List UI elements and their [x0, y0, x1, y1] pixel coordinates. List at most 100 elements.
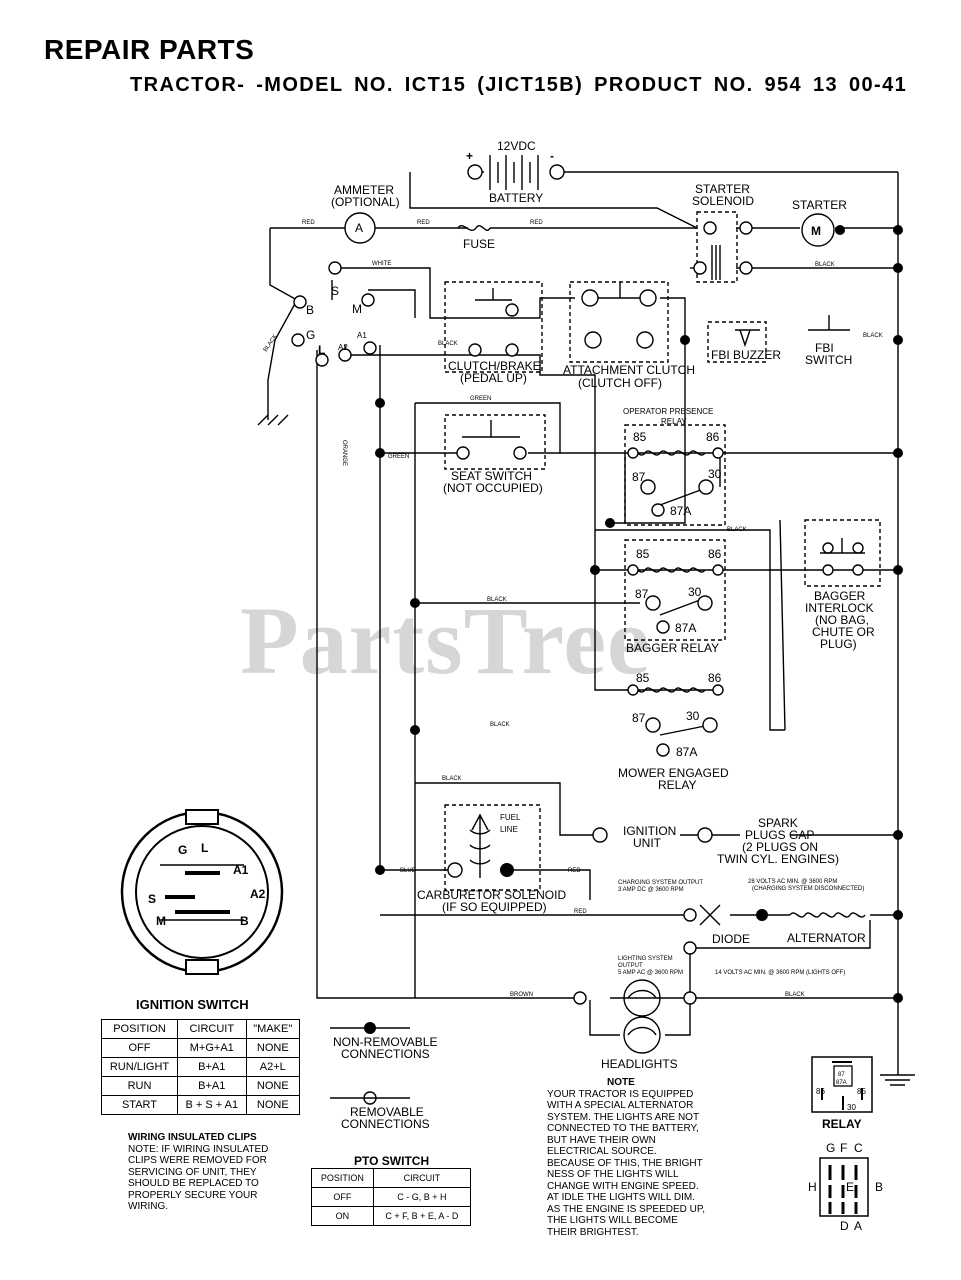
pto-face-f: F [840, 1141, 847, 1155]
carb-solenoid-box [444, 804, 541, 891]
charging-note: 28 VOLTS AC MIN. @ 3600 RPM [748, 879, 837, 885]
fbi-buzzer-label: FBI BUZZER [711, 348, 781, 362]
spark-2: PLUGS GAP [745, 828, 814, 842]
wire-label-black: BLACK [863, 333, 883, 339]
bag-30-terminal [697, 595, 713, 611]
wire-label-white: WHITE [372, 261, 391, 267]
mow-85-terminal [627, 684, 639, 696]
battery-minus-label: - [550, 149, 554, 163]
junction [410, 598, 420, 608]
mow-87-terminal [645, 717, 661, 733]
seat-contact-bar [462, 420, 520, 438]
table-header: POSITION [101, 1019, 178, 1039]
relay-pin: 30 [847, 1103, 856, 1112]
headlight-lower [623, 1016, 661, 1054]
wire-label-black: BLACK [438, 341, 458, 347]
note-line: SHOULD BE REPLACED TO [128, 1178, 259, 1189]
bag-85-terminal [627, 564, 639, 576]
pto-face-g: G [826, 1141, 835, 1155]
mower-relay-label-2: RELAY [658, 778, 696, 792]
solenoid-terminal-4 [739, 261, 753, 275]
diode-symbol [699, 904, 721, 926]
carb-label-1: CARBURETOR SOLENOID [417, 888, 566, 902]
wire-label-red: RED [530, 220, 543, 226]
table-header: CIRCUIT [177, 1019, 247, 1039]
mow-87a-terminal [656, 743, 670, 757]
table-header: POSITION [311, 1168, 374, 1188]
fuel-line-1: FUEL [500, 813, 521, 822]
seat-terminal-2 [513, 446, 527, 460]
bag-86: 86 [708, 547, 722, 561]
wire-label-red: RED [302, 220, 315, 226]
fbi-switch-label-2: SWITCH [805, 353, 852, 367]
junction [893, 225, 903, 235]
junction [893, 335, 903, 345]
table-cell: B+A1 [177, 1057, 247, 1077]
bagger-interlock-2: INTERLOCK [805, 601, 874, 615]
note-line: ELECTRICAL SOURCE. [547, 1146, 657, 1157]
clutch-brake-label-1: CLUTCH/BRAKE [448, 359, 541, 373]
note-line: NESS OF THE LIGHTS WILL [547, 1169, 679, 1180]
lighting-note: 5 AMP AC @ 3600 RPM [618, 970, 683, 976]
table-cell: START [101, 1095, 178, 1115]
lighting-line [690, 920, 871, 949]
seat-switch-label-1: SEAT SWITCH [451, 469, 532, 483]
note-line: CONNECTED TO THE BATTERY, [547, 1123, 699, 1134]
ign-m-terminal [361, 293, 375, 307]
fuel-line-2: LINE [500, 825, 518, 834]
table-cell: ON [311, 1206, 374, 1226]
terminals [291, 164, 864, 1105]
black-ignition-ground [267, 299, 298, 420]
pto-face-e: E [846, 1180, 854, 1194]
battery-plus-terminal [467, 164, 483, 180]
table-cell: B + S + A1 [177, 1095, 247, 1115]
watermark: PartsTree [240, 587, 651, 694]
interlock-t4 [852, 564, 864, 576]
white-wire [335, 267, 470, 319]
wire-label-black: BLACK [815, 262, 835, 268]
diagram-labels: + - 12VDC BATTERY AMMETER (OPTIONAL) A F… [148, 139, 883, 1233]
lighting-note: 14 VOLTS AC MIN. @ 3600 RPM (LIGHTS OFF) [715, 970, 845, 976]
mow-86: 86 [708, 671, 722, 685]
seat-switch-box [444, 414, 546, 470]
fbi-buzzer-box [707, 321, 767, 363]
wire-label-black: BLACK [727, 527, 747, 533]
ammeter-label-1: AMMETER [334, 183, 394, 197]
bagger-interlock-5: PLUG) [820, 637, 857, 651]
lighting-note: OUTPUT [618, 963, 643, 969]
attach-terminal-2 [639, 289, 657, 307]
note-line: WITH A SPECIAL ALTERNATOR [547, 1100, 694, 1111]
opr-coil [629, 450, 706, 456]
interlock-t2 [852, 542, 864, 554]
legend-removable-1: REMOVABLE [350, 1105, 424, 1119]
fuse-element [457, 225, 491, 231]
junction-starter [835, 225, 845, 235]
a2-black-wire [344, 345, 720, 691]
bag-30: 30 [688, 585, 702, 599]
wire-label-black: BLACK [442, 776, 462, 782]
opr-relay-label-2: RELAY [661, 417, 687, 426]
face-m: M [156, 914, 166, 928]
ignition-unit-terminal [592, 827, 608, 843]
junction [590, 565, 600, 575]
note-line: SERVICING OF UNIT, THEY [128, 1166, 257, 1178]
junction [893, 910, 903, 920]
bag-87: 87 [635, 587, 649, 601]
junction [893, 448, 903, 458]
wire-label-black: BLACK [490, 722, 510, 728]
table-row: START B + S + A1 NONE [101, 1095, 301, 1115]
table-header: CIRCUIT [372, 1168, 472, 1188]
diode-label: DIODE [712, 932, 750, 946]
headlight-filaments [627, 989, 657, 1036]
junction [680, 335, 690, 345]
junction [410, 725, 420, 735]
wire-label-brown: BROWN [510, 992, 533, 998]
fuse-label: FUSE [463, 237, 495, 251]
face-l: L [201, 841, 208, 855]
junction [375, 448, 385, 458]
opr-87a-terminal [651, 503, 665, 517]
term-a2: A2 [338, 343, 348, 352]
relay-pin: 87 [838, 1072, 845, 1078]
ammeter-circle [344, 212, 376, 244]
solenoid-terminal-1 [703, 221, 717, 235]
